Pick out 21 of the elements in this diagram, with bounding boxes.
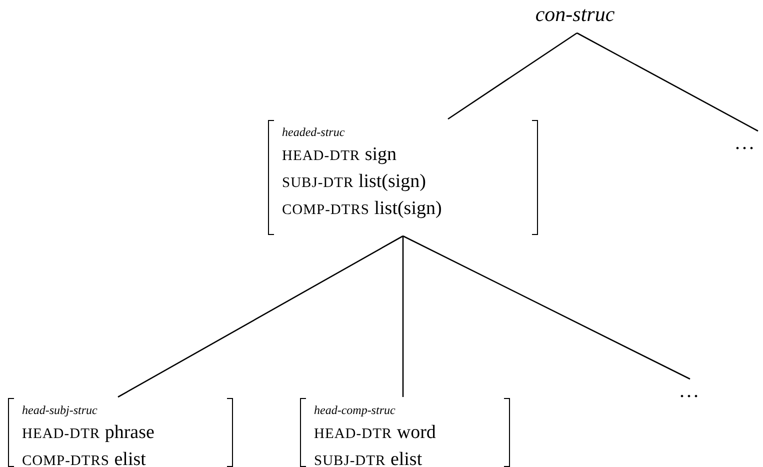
tree-branch-line — [118, 235, 404, 398]
feature-value-pair: COMP-DTRS list(sign) — [282, 197, 443, 221]
tree-branch-line — [402, 235, 690, 380]
type-name: head-subj-struc — [22, 402, 98, 419]
feature-value-pair: COMP-DTRS elist — [22, 448, 147, 467]
ellipsis: ... — [665, 380, 715, 404]
feature-value-pair: SUBJ-DTR elist — [314, 448, 424, 467]
feature-value-pair: HEAD-DTR sign — [282, 143, 398, 167]
type-name: con-struc — [520, 2, 630, 32]
tree-branch-line — [402, 236, 404, 397]
type-name: head-comp-struc — [314, 402, 396, 419]
feature-value-pair: HEAD-DTR phrase — [22, 421, 156, 445]
feature-value-pair: SUBJ-DTR list(sign) — [282, 170, 427, 194]
ellipsis: ... — [728, 132, 763, 156]
feature-value-pair: HEAD-DTR word — [314, 421, 437, 445]
type-name: headed-struc — [282, 124, 346, 141]
feature-structure — [300, 398, 510, 467]
tree-branch-line — [448, 32, 578, 120]
tree-branch-line — [576, 32, 758, 132]
feature-structure — [268, 120, 538, 235]
feature-structure — [8, 398, 233, 467]
